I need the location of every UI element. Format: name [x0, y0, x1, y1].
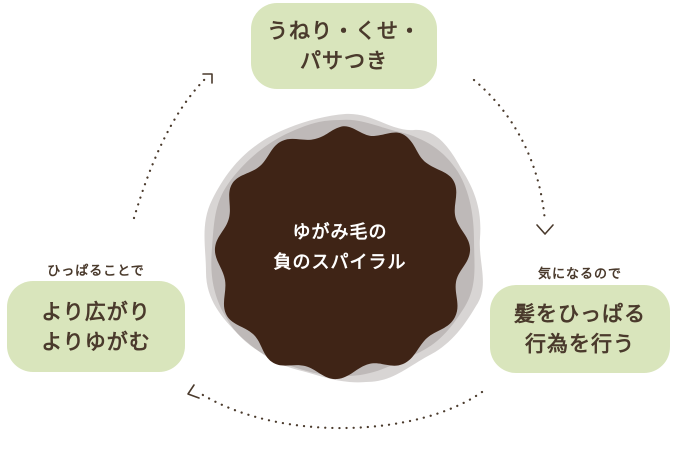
arrow-left-to-top: [132, 76, 208, 220]
top-box-line1: うねり・くせ・: [267, 19, 421, 43]
stage-box-right: 髪をひっぱる 行為を行う: [490, 285, 670, 373]
center-title: ゆがみ毛の 負のスパイラル: [220, 218, 460, 278]
left-caption: ひっぱることで: [47, 264, 145, 279]
right-caption: 気になるので: [537, 267, 622, 282]
center-blob: [214, 126, 471, 380]
left-box-line1: より広がり: [41, 299, 151, 324]
right-box-line1: 髪をひっぱる: [514, 302, 646, 326]
arrowhead-right: [536, 224, 554, 235]
arrowhead-top: [202, 73, 213, 84]
arrow-top-to-right: [472, 78, 547, 224]
stage-box-top: うねり・くせ・ パサつき: [251, 3, 437, 89]
arrowhead-left: [187, 384, 200, 399]
top-box-line2: パサつき: [300, 49, 388, 73]
left-box-line2: よりゆがむ: [41, 329, 151, 354]
center-title-line2: 負のスパイラル: [273, 252, 407, 273]
stage-box-left: より広がり よりゆがむ: [7, 281, 185, 372]
arrow-right-to-left: [196, 390, 484, 430]
right-box-line2: 行為を行う: [525, 332, 635, 356]
center-title-line1: ゆがみ毛の: [292, 222, 388, 243]
